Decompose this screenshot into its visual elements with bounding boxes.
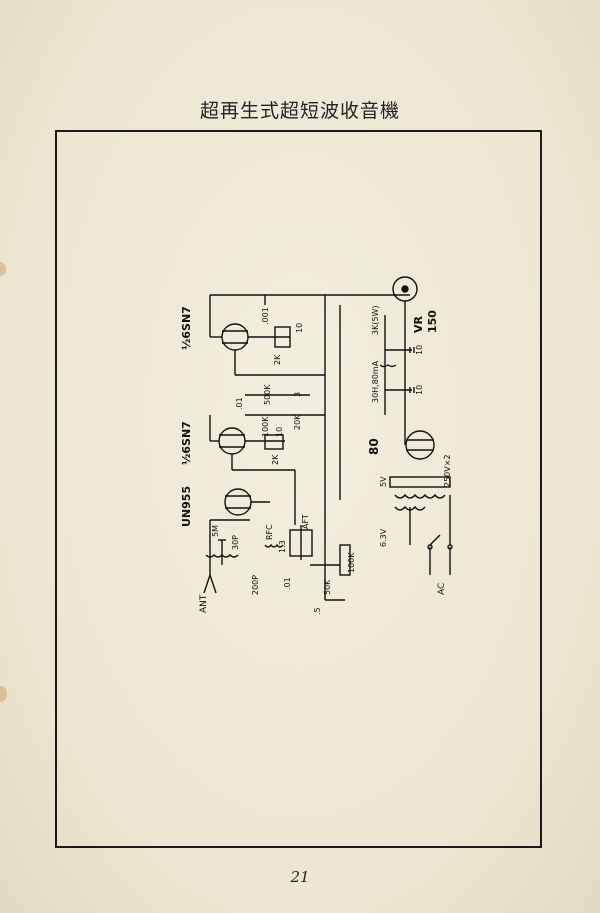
label-5v: 5V <box>379 476 388 487</box>
label-100kb: 100K <box>347 552 356 573</box>
label-ant: ANT <box>199 594 209 613</box>
page-number: 21 <box>290 868 310 886</box>
label-3k: 3K(5W) <box>371 305 380 335</box>
label-500k: 500K <box>263 384 272 405</box>
label-vr-value: 150 <box>426 310 439 333</box>
label-rfc: RFC <box>265 524 274 540</box>
label-01a: .01 <box>235 397 244 410</box>
label-10d: 10 <box>415 385 424 395</box>
label-5: .5 <box>313 607 322 615</box>
label-2kb: 2K <box>271 454 280 465</box>
label-aft: AFT <box>301 514 310 529</box>
label-tube-1: ½6SN7 <box>180 306 193 350</box>
label-100ka: 100K <box>261 416 270 437</box>
tube-3-symbol <box>224 488 252 516</box>
label-63v: 6.3V <box>379 528 388 547</box>
tube-2-symbol <box>218 427 246 455</box>
label-10c: 10 <box>415 345 424 355</box>
label-tube-2: ½6SN7 <box>180 421 193 465</box>
label-2ka: 2K <box>273 354 282 365</box>
label-rectifier: 80 <box>367 438 381 455</box>
label-ratio: 1:3 <box>278 540 287 553</box>
label-10b: 10 <box>275 427 284 437</box>
label-10a: 10 <box>295 323 304 333</box>
label-5m: 5M <box>211 525 220 537</box>
rectifier-tube-symbol <box>405 430 435 460</box>
label-tube-3: UN955 <box>180 486 193 527</box>
page-title: 超再生式超短波收音機 <box>199 100 400 122</box>
figure-frame <box>55 130 542 848</box>
label-ac: AC <box>437 583 447 595</box>
circuit-schematic: ½6SN7 ½6SN7 UN955 80 VR 150 ANT AC AFT 1… <box>180 276 453 615</box>
label-250v: 250V×2 <box>443 454 452 487</box>
label-50k: 50K <box>323 579 332 595</box>
label-vr: VR <box>412 315 425 333</box>
label-30p: 30P <box>231 535 240 550</box>
stain-spot <box>0 262 6 276</box>
label-20k: 20K <box>293 414 302 430</box>
stain-spot <box>0 686 7 702</box>
label-01b: .01 <box>283 577 292 590</box>
label-001: .001 <box>261 307 270 325</box>
label-3: 3 <box>293 392 302 397</box>
label-choke: 30H,80mA <box>371 360 380 403</box>
label-200p: 200P <box>251 575 260 595</box>
tube-1-symbol <box>221 323 249 351</box>
